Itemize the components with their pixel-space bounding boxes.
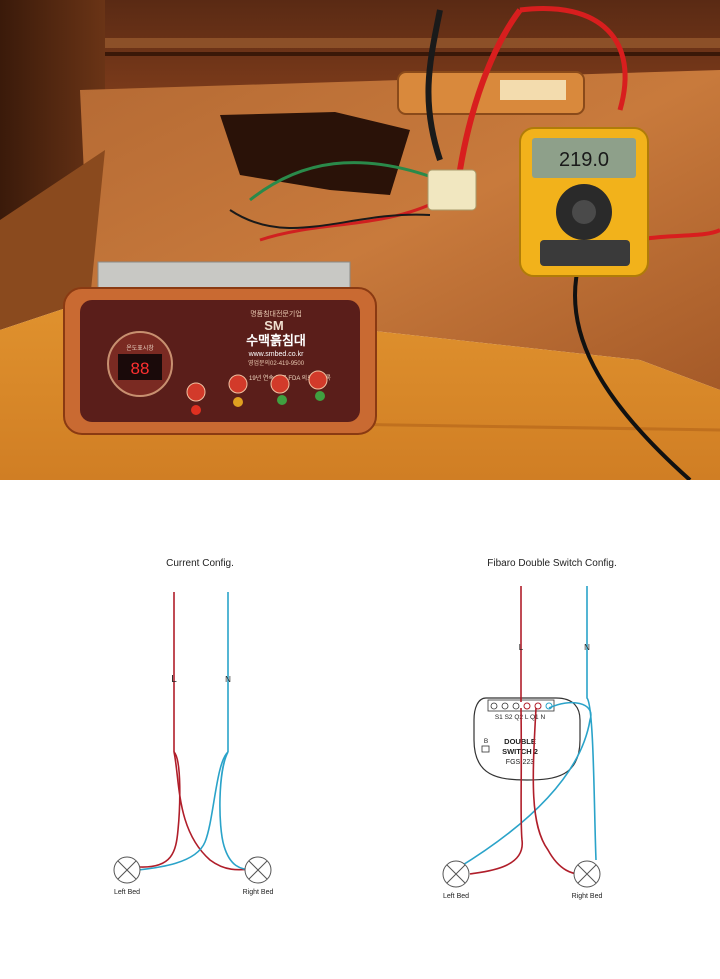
controller-brand: SM xyxy=(264,318,284,333)
red-wire xyxy=(259,198,441,242)
wire-connector xyxy=(427,169,477,211)
module-terminals: S1 S2 Q2 L Q1 N xyxy=(495,714,546,721)
rear-controller-label xyxy=(500,80,566,100)
multimeter-reading: 219.0 xyxy=(559,149,609,171)
live-to-left-bed xyxy=(139,751,181,868)
right-bed-label: Right Bed xyxy=(243,889,274,896)
left-bed-lamp-icon-fibaro xyxy=(442,860,470,888)
controller-cert: 19년 연속 미국 FDA 의료기 등록 xyxy=(249,374,331,382)
led-1 xyxy=(191,405,201,415)
button-4[interactable] xyxy=(308,370,328,390)
fibaro-module: S1 S2 Q2 L Q1 N DOUBLE SWITCH 2 FGS-223 … xyxy=(473,697,581,781)
wiring-diagrams: Current Config. L N Lef xyxy=(0,480,720,974)
right-neutral-label: N xyxy=(584,643,590,652)
neutral-to-left-bed xyxy=(137,751,229,871)
button-3[interactable] xyxy=(270,374,290,394)
wiring-svg: Current Config. L N Lef xyxy=(113,558,617,900)
display-label: 온도표시창 xyxy=(126,344,154,352)
b-button-icon xyxy=(481,745,490,753)
q1-to-right-bed xyxy=(532,707,581,875)
neutral-to-left-bed-fibaro xyxy=(457,701,592,869)
fibaro-config-diagram: Fibaro Double Switch Config. S1 S2 Q2 L … xyxy=(442,558,617,900)
multimeter: 219.0 xyxy=(519,127,649,277)
fibaro-left-bed-label: Left Bed xyxy=(443,893,469,900)
meter-black-lead xyxy=(572,259,692,480)
module-name-line1: DOUBLE xyxy=(504,737,536,746)
temperature-display: 88 xyxy=(131,359,150,378)
neutral-to-right-bed xyxy=(219,751,255,871)
photo-illustration: 219.0 명품침대전문기업 SM 수맥흙침대 www.smbed.co.kr … xyxy=(0,0,720,480)
right-bed-lamp-icon xyxy=(244,856,272,884)
left-line-label: L xyxy=(171,674,177,685)
controller-url: www.smbed.co.kr xyxy=(248,351,305,358)
controller-title: 수맥흙침대 xyxy=(246,333,306,348)
led-3 xyxy=(277,395,287,405)
controller-top-text: 명품침대전문기업 xyxy=(250,309,302,318)
red-lead xyxy=(519,6,628,111)
right-line-label: L xyxy=(519,643,524,652)
controller-phone: 영업문의02-419-9500 xyxy=(248,359,305,367)
led-2 xyxy=(233,397,243,407)
probe-red-wire xyxy=(457,8,523,171)
current-config-diagram: Current Config. L N Lef xyxy=(113,558,274,896)
wall-molding xyxy=(100,38,720,48)
green-wire xyxy=(249,161,441,202)
cutout-hole xyxy=(220,112,410,195)
black-wire xyxy=(229,209,431,229)
module-b-label: B xyxy=(484,738,488,745)
module-model: FGS-223 xyxy=(506,759,535,766)
wall-groove xyxy=(100,52,720,56)
leather-side xyxy=(0,150,105,330)
left-bed-label: Left Bed xyxy=(114,889,140,896)
left-neutral-label: N xyxy=(225,675,231,684)
button-2[interactable] xyxy=(228,374,248,394)
left-bed-lamp-icon xyxy=(113,856,141,884)
photo-panel: 219.0 명품침대전문기업 SM 수맥흙침대 www.smbed.co.kr … xyxy=(0,0,720,480)
right-bed-lamp-icon-fibaro xyxy=(573,860,601,888)
current-config-title: Current Config. xyxy=(166,558,234,569)
led-4 xyxy=(315,391,325,401)
neutral-wire-right xyxy=(586,586,597,861)
q2-to-left-bed xyxy=(469,707,523,875)
probe-black-wire xyxy=(425,9,443,161)
bed-controller: 명품침대전문기업 SM 수맥흙침대 www.smbed.co.kr 영업문의02… xyxy=(63,287,377,435)
module-name-line2: SWITCH 2 xyxy=(502,747,538,756)
live-to-right-bed xyxy=(173,751,253,871)
fibaro-right-bed-label: Right Bed xyxy=(572,893,603,900)
button-1[interactable] xyxy=(186,382,206,402)
fibaro-config-title: Fibaro Double Switch Config. xyxy=(487,558,617,569)
